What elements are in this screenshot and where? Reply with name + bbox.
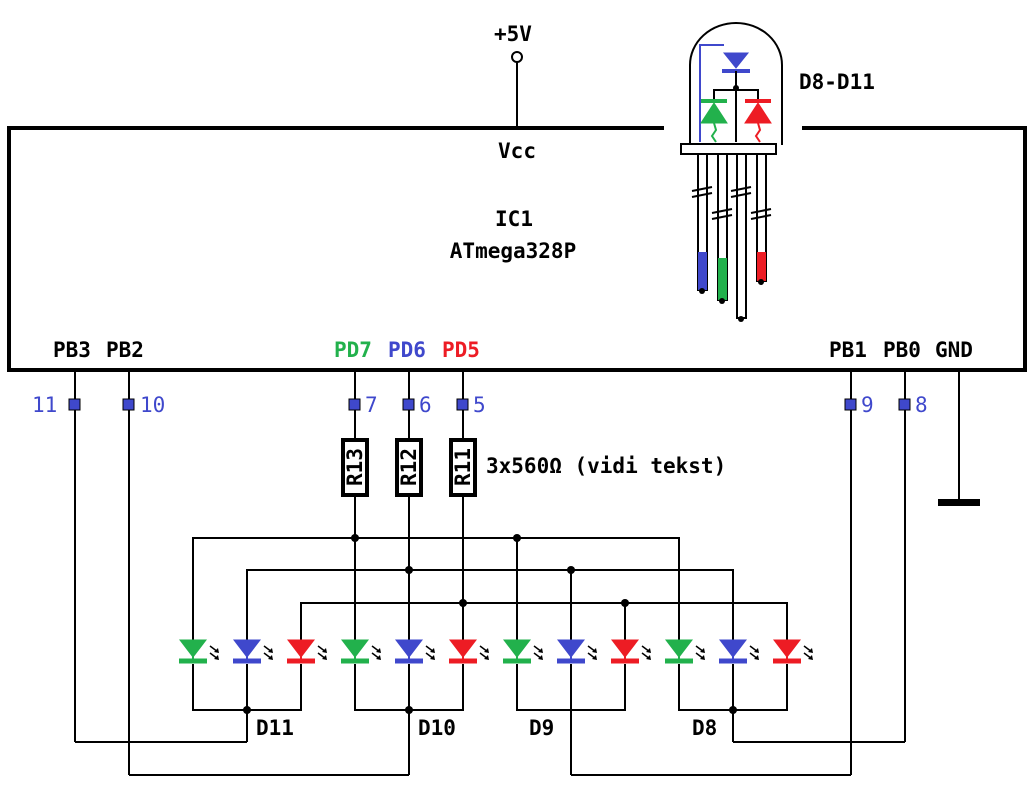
supply-label: +5V: [494, 22, 532, 46]
bus-junctions: [351, 534, 629, 607]
pin-label-gnd: GND: [935, 338, 973, 362]
led-diode-icon: [610, 639, 651, 664]
pin-label-pb2: PB2: [106, 338, 144, 362]
pin-number-5: 5: [473, 393, 486, 417]
resistor-r13: R13: [343, 448, 367, 486]
led-row: [178, 639, 813, 664]
ic-vcc-label: Vcc: [498, 139, 536, 163]
led-group-d9: D9: [529, 716, 554, 740]
led-diode-icon: [232, 639, 273, 664]
led-diode-icon: [664, 639, 705, 664]
resistor-r11: R11: [451, 448, 475, 486]
led-diode-icon: [178, 639, 219, 664]
ground-icon: [938, 499, 980, 506]
pin-pads: [68, 370, 960, 775]
ic-ref: IC1: [495, 207, 533, 231]
led-group-d11: D11: [256, 716, 294, 740]
led-diode-icon: [448, 639, 489, 664]
terminal-icon: [511, 51, 523, 63]
pin-label-pd7: PD7: [334, 338, 372, 362]
pin-number-8: 8: [915, 393, 928, 417]
pin-label-pd6: PD6: [388, 338, 426, 362]
pin-label-pb1: PB1: [829, 338, 867, 362]
ic-body: [7, 126, 1027, 372]
led-diode-icon: [394, 639, 435, 664]
pin-label-pb3: PB3: [53, 338, 91, 362]
pin-label-pd5: PD5: [442, 338, 480, 362]
led-group-d10: D10: [418, 716, 456, 740]
pin-number-7: 7: [365, 393, 378, 417]
pin-label-pb0: PB0: [883, 338, 921, 362]
led-diode-icon: [718, 639, 759, 664]
led-group-d8: D8: [692, 716, 717, 740]
resistor-note: 3x560Ω (vidi tekst): [486, 454, 726, 478]
rgb-led-label: D8-D11: [799, 70, 875, 94]
led-diode-icon: [340, 639, 381, 664]
rgb-led-icon: [680, 22, 783, 322]
led-diode-icon: [556, 639, 597, 664]
led-diode-icon: [772, 639, 813, 664]
pin-number-11: 11: [32, 393, 57, 417]
led-diode-icon: [286, 639, 327, 664]
pin-number-6: 6: [419, 393, 432, 417]
pin-number-9: 9: [861, 393, 874, 417]
pin-number-10: 10: [140, 393, 165, 417]
led-diode-icon: [502, 639, 543, 664]
ic-part: ATmega328P: [450, 239, 576, 263]
resistor-r12: R12: [397, 448, 421, 486]
